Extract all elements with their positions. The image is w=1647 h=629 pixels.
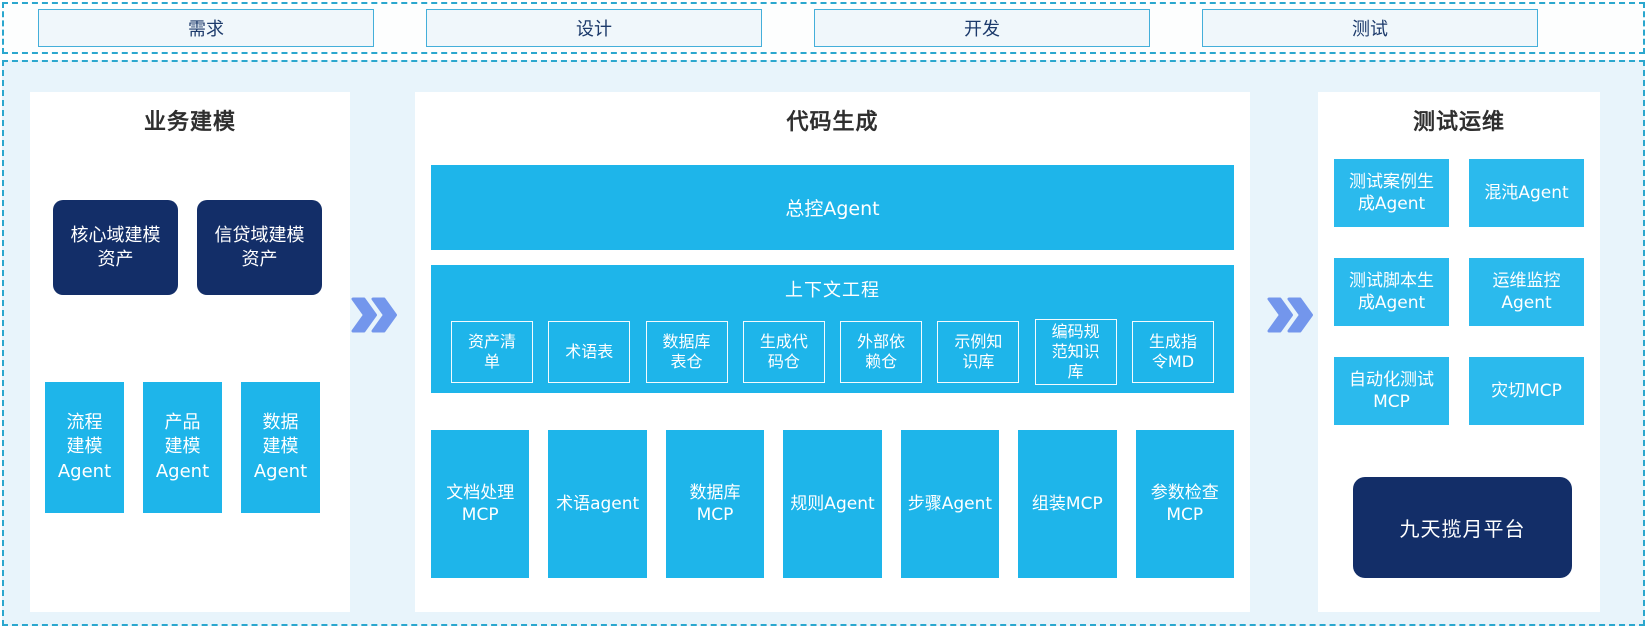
platform-box-jiutian: 九天揽月平台 xyxy=(1353,477,1572,578)
agent-box-process-modeling: 流程 建模 Agent xyxy=(45,382,124,513)
testops-auto-test-mcp: 自动化测试 MCP xyxy=(1334,357,1449,425)
worker-param-check-mcp: 参数检查 MCP xyxy=(1135,430,1234,578)
ctx-item-generated-code-repo: 生成代 码仓 xyxy=(742,320,825,383)
panel-title-business-modeling: 业务建模 xyxy=(143,110,236,135)
worker-assembly-mcp: 组装MCP xyxy=(1018,430,1117,578)
flow-arrow-icon-2 xyxy=(1267,297,1313,333)
phase-box-testing: 测试 xyxy=(1202,9,1538,47)
ctx-item-external-deps-repo: 外部依 赖仓 xyxy=(840,320,923,383)
testops-chaos-agent: 混沌Agent xyxy=(1469,159,1584,227)
testops-case-gen-agent: 测试案例生 成Agent xyxy=(1334,159,1449,227)
worker-database-mcp: 数据库 MCP xyxy=(665,430,765,578)
agent-box-product-modeling: 产品 建模 Agent xyxy=(143,382,222,513)
ctx-item-glossary: 术语表 xyxy=(548,320,631,383)
ctx-item-example-kb: 示例知 识库 xyxy=(937,320,1020,383)
panel-title-code-generation: 代码生成 xyxy=(786,110,879,135)
phase-bar: 需求 设计 开发 测试 xyxy=(2,2,1645,54)
ctx-item-coding-standard-kb: 编码规 范知识 库 xyxy=(1034,318,1117,385)
worker-glossary-agent: 术语agent xyxy=(548,430,647,578)
panel-title-test-ops: 测试运维 xyxy=(1412,110,1505,135)
ctx-item-generation-instruction-md: 生成指 令MD xyxy=(1131,320,1214,383)
flow-arrow-icon-1 xyxy=(351,297,397,333)
phase-box-requirements: 需求 xyxy=(38,9,374,47)
phase-box-development: 开发 xyxy=(814,9,1150,47)
master-agent-bar: 总控Agent xyxy=(431,165,1234,250)
testops-script-gen-agent: 测试脚本生 成Agent xyxy=(1334,258,1449,326)
worker-step-agent: 步骤Agent xyxy=(900,430,1000,578)
asset-row: 核心域建模 资产 信贷域建模 资产 xyxy=(53,200,322,295)
modeling-agent-row: 流程 建模 Agent 产品 建模 Agent 数据 建模 Agent xyxy=(45,382,320,513)
panel-test-ops: 测试运维 测试案例生 成Agent 混沌Agent 测试脚本生 成Agent 运… xyxy=(1318,92,1600,612)
test-ops-grid: 测试案例生 成Agent 混沌Agent 测试脚本生 成Agent 运维监控 A… xyxy=(1334,159,1584,425)
panel-code-generation: 代码生成 总控Agent 上下文工程 资产清 单 术语表 数据库 表仓 生成代 … xyxy=(415,92,1250,612)
asset-box-core-domain: 核心域建模 资产 xyxy=(53,200,178,295)
testops-monitoring-agent: 运维监控 Agent xyxy=(1469,258,1584,326)
worker-row: 文档处理 MCP 术语agent 数据库 MCP 规则Agent 步骤Agent… xyxy=(431,430,1234,578)
main-area: 业务建模 核心域建模 资产 信贷域建模 资产 流程 建模 Agent 产品 建模… xyxy=(2,60,1645,626)
panel-business-modeling: 业务建模 核心域建模 资产 信贷域建模 资产 流程 建模 Agent 产品 建模… xyxy=(30,92,350,612)
worker-doc-processing-mcp: 文档处理 MCP xyxy=(431,430,530,578)
ctx-item-db-table-repo: 数据库 表仓 xyxy=(645,320,728,383)
ctx-item-asset-list: 资产清 单 xyxy=(451,320,533,383)
asset-box-credit-domain: 信贷域建模 资产 xyxy=(197,200,322,295)
context-engineering-title: 上下文工程 xyxy=(785,280,880,301)
context-item-row: 资产清 单 术语表 数据库 表仓 生成代 码仓 外部依 赖仓 示例知 识库 编码… xyxy=(451,315,1214,388)
agent-box-data-modeling: 数据 建模 Agent xyxy=(241,382,320,513)
context-engineering-box: 上下文工程 资产清 单 术语表 数据库 表仓 生成代 码仓 外部依 赖仓 示例知… xyxy=(431,265,1234,393)
testops-disaster-switch-mcp: 灾切MCP xyxy=(1469,357,1584,425)
worker-rule-agent: 规则Agent xyxy=(783,430,882,578)
phase-box-design: 设计 xyxy=(426,9,762,47)
